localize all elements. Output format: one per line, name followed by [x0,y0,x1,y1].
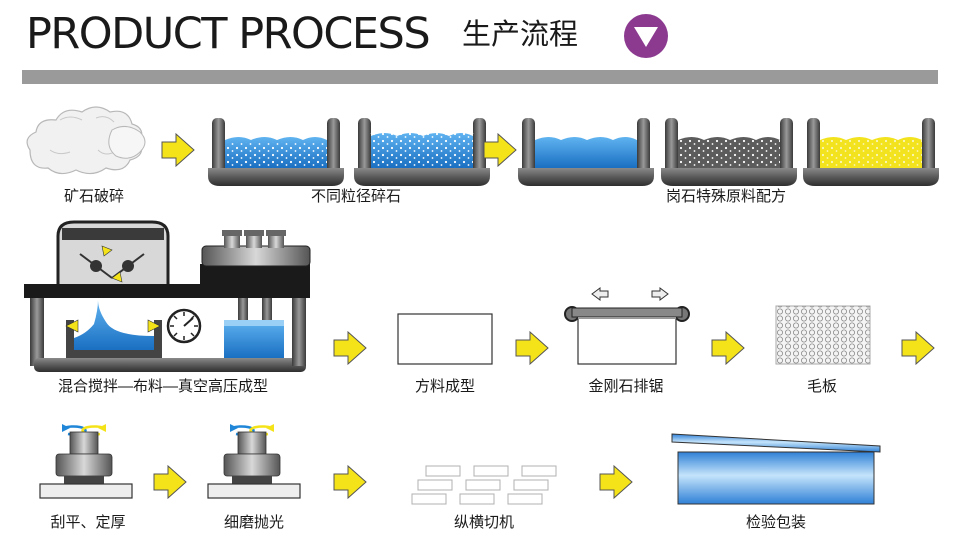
step-label-raw-material-formula: 岗石特殊原料配方 [665,188,787,205]
step-label-calibrating: 刮平、定厚 [50,514,126,531]
polishing-machine-icon [207,424,301,499]
step-label-block-forming: 方料成型 [414,378,476,395]
arrow-icon [333,464,367,500]
arrow-icon [599,464,633,500]
step-label-cutting: 纵横切机 [453,514,515,531]
block-icon [397,313,493,365]
rough-slab-icon [775,305,871,365]
arrow-icon [711,330,745,366]
down-triangle-icon [624,14,668,58]
cut-tiles-icon [411,465,557,505]
step-label-rough-slab: 毛板 [806,378,838,395]
ore-rocks-icon [26,106,146,175]
diamond-gang-saw-icon [564,287,690,365]
arrow-icon [483,132,517,168]
step-label-mixing-pressing: 混合搅拌—布料—真空高压成型 [57,378,269,395]
step-label-packing: 检验包装 [745,514,807,531]
step-label-polishing: 细磨抛光 [223,514,285,531]
arrow-icon [333,330,367,366]
arrow-icon [153,464,187,500]
mixer-press-machine-icon [24,220,311,372]
calibrating-machine-icon [39,424,133,499]
title-rule [22,70,938,84]
arrow-icon [515,330,549,366]
page-subtitle: 生产流程 [462,17,579,51]
crushed-stone-bins-icon [208,118,490,186]
raw-material-bins-icon [518,118,939,186]
step-label-gang-saw: 金刚石排锯 [588,378,664,395]
arrow-icon [161,132,195,168]
step-label-ore-crushing: 矿石破碎 [63,188,125,205]
packing-box-icon [671,433,881,505]
page-title: PRODUCT PROCESS [26,9,431,59]
arrow-icon [901,330,935,366]
step-label-graded-gravel: 不同粒径碎石 [310,188,402,205]
